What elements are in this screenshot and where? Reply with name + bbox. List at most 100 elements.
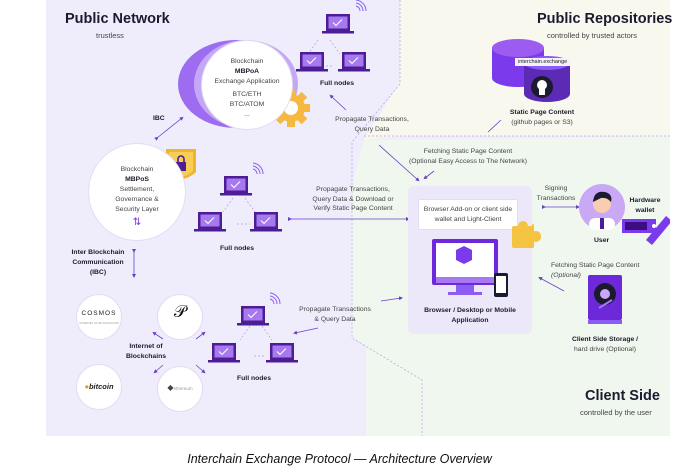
full-node-laptop: [219, 175, 253, 196]
static-page-line2: (github pages or S3): [511, 119, 573, 126]
zone-public-repositories-bg2: [364, 0, 400, 140]
fetch-optional-label: Fetching Static Page Content (Optional): [551, 261, 639, 280]
user-label: User: [594, 237, 610, 244]
mbpoa-line6: ...: [244, 111, 250, 118]
fetch-static-line1: Fetching Static Page Content: [423, 148, 513, 155]
hardware-wallet-line2: wallet: [635, 207, 655, 214]
fetch-static-arrow: [423, 170, 435, 180]
chain-polkadot: 𝒫: [157, 294, 203, 340]
hardware-wallet-icon: [622, 216, 670, 245]
storage-line1: Client Side Storage /: [571, 336, 639, 343]
propagate-mid-line3: Verify Static Page Content: [313, 205, 393, 212]
mbpoa-node: Blockchain MBPoA Exchange Application BT…: [201, 40, 293, 130]
chain-ethereum: ◆ethereum: [157, 366, 203, 412]
ibc-label: IBC: [153, 115, 165, 122]
browser-app-label: Browser / Desktop or Mobile Application: [408, 306, 532, 326]
zone-subtitle-public-repositories: controlled by trusted actors: [547, 31, 638, 40]
propagate-mid-line1: Propagate Transactions,: [316, 186, 390, 193]
mbpos-node: Blockchain MBPoS Settlement, Governance …: [88, 143, 186, 241]
chain-bitcoin-name: bitcoin: [88, 382, 114, 391]
architecture-diagram: Public Network trustless Public Reposito…: [46, 0, 673, 436]
wifi-icon: [269, 292, 281, 305]
mbpos-line5: Security Layer: [115, 206, 159, 213]
mbpoa-line3: Exchange Application: [214, 78, 280, 85]
browser-addon-line2: wallet and Light-Client: [434, 215, 502, 223]
storage-label: Client Side Storage / hard drive (Option…: [566, 335, 644, 355]
ibc-long-line3: (IBC): [89, 269, 107, 276]
propagate-mid-label: Propagate Transactions, Query Data & Dow…: [303, 185, 403, 214]
fetch-static-label: Fetching Static Page Content (Optional E…: [408, 147, 528, 166]
full-nodes-label-mid: Full nodes: [220, 245, 254, 252]
propagate-top-line1: Propagate Transactions,: [335, 116, 409, 123]
fetch-optional-arrow: [538, 277, 565, 292]
propagate-mid-line2: Query Data & Download or: [312, 195, 394, 203]
zone-title-public-repositories: Public Repositories: [537, 11, 673, 27]
hard-drive-icon: [588, 275, 622, 324]
full-node-laptop: [337, 51, 371, 72]
hardware-wallet-label: Hardware wallet: [628, 196, 662, 216]
browser-addon-line1: Browser Add-on or client side: [423, 206, 513, 213]
mbpoa-line4: BTC/ETH: [232, 91, 262, 98]
bitcoin-logo-icon: ●: [84, 382, 89, 391]
full-node-laptop: [295, 51, 329, 72]
static-page-line1: Static Page Content: [509, 109, 575, 116]
full-node-laptop: [265, 342, 299, 363]
chain-bitcoin: ●bitcoin: [76, 364, 122, 410]
zone-title-client-side: Client Side: [585, 388, 660, 404]
iob-line1: Internet of: [129, 343, 163, 350]
repo-tag: interchain.exchange: [515, 58, 571, 66]
propagate-bottom-arrow: [293, 327, 319, 335]
browser-app-line2: Application: [451, 317, 489, 324]
iob-line2: Blockchains: [125, 353, 167, 360]
signing-line1: Signing: [544, 185, 568, 192]
ibc-arrow: [154, 116, 184, 141]
chain-cosmos-name: COSMOS: [81, 310, 117, 317]
wifi-icon: [355, 0, 367, 12]
propagate-bottom-line1: Propagate Transactions: [299, 306, 371, 313]
mbpos-line1: Blockchain: [120, 166, 154, 173]
mbpos-line3: Settlement,: [119, 186, 155, 193]
propagate-bottom-to-browser-arrow: [380, 296, 403, 302]
ethereum-logo-icon: ◆: [167, 383, 174, 392]
zone-subtitle-public-network: trustless: [96, 31, 124, 40]
full-node-laptop: [207, 342, 241, 363]
full-node-laptop: [236, 305, 270, 326]
propagate-bottom-line2: & Query Data: [314, 315, 356, 323]
boundary-network-repos: [351, 0, 423, 436]
chain-cosmos-sub: INTERNET OF BLOCKCHAINS: [79, 321, 119, 325]
propagate-top-to-browser-arrow: [378, 144, 420, 182]
wifi-icon: [252, 162, 264, 175]
propagate-bottom-label: Propagate Transactions & Query Data: [294, 305, 376, 324]
ibc-long-line1: Inter Blockchain: [71, 249, 125, 256]
browser-addon-box: Browser Add-on or client side wallet and…: [418, 199, 518, 230]
chain-ethereum-name: ethereum: [173, 386, 193, 391]
sync-icon: ⇅: [132, 217, 142, 228]
full-node-laptop: [249, 211, 283, 232]
internet-of-blockchains-label: Internet of Blockchains: [116, 342, 176, 362]
browser-app-line1: Browser / Desktop or Mobile: [424, 307, 516, 314]
polkadot-logo-icon: 𝒫: [173, 302, 187, 321]
fetch-optional-line1: Fetching Static Page Content: [551, 262, 640, 269]
mbpoa-line1: Blockchain: [230, 58, 264, 65]
static-page-label: Static Page Content (github pages or S3): [506, 108, 578, 128]
ibc-long-line2: Communication: [72, 259, 124, 266]
user-avatar: [579, 184, 625, 230]
full-node-laptop: [193, 211, 227, 232]
signing-label: Signing Transactions: [534, 184, 578, 203]
mbpos-line2: MBPoS: [125, 176, 149, 183]
mbpoa-line5: BTC/ATOM: [229, 101, 265, 108]
propagate-top-label: Propagate Transactions, Query Data: [329, 115, 415, 134]
gear-icon: [272, 89, 310, 127]
zone-subtitle-client-side: controlled by the user: [580, 408, 652, 417]
propagate-top-line2: Query Data: [354, 125, 390, 133]
mbpos-line4: Governance &: [115, 196, 159, 203]
fetch-static-line2: (Optional Easy Access to The Network): [408, 157, 528, 165]
full-nodes-label-top: Full nodes: [320, 80, 354, 87]
chain-cosmos: COSMOS INTERNET OF BLOCKCHAINS: [76, 294, 122, 340]
figure-caption: Interchain Exchange Protocol — Architect…: [187, 452, 492, 466]
propagate-top-arrow: [329, 94, 347, 111]
storage-line2: hard drive (Optional): [574, 346, 636, 353]
full-nodes-label-bottom: Full nodes: [237, 375, 271, 382]
mbpoa-line2: MBPoA: [234, 68, 260, 75]
full-node-laptop: [321, 13, 355, 34]
